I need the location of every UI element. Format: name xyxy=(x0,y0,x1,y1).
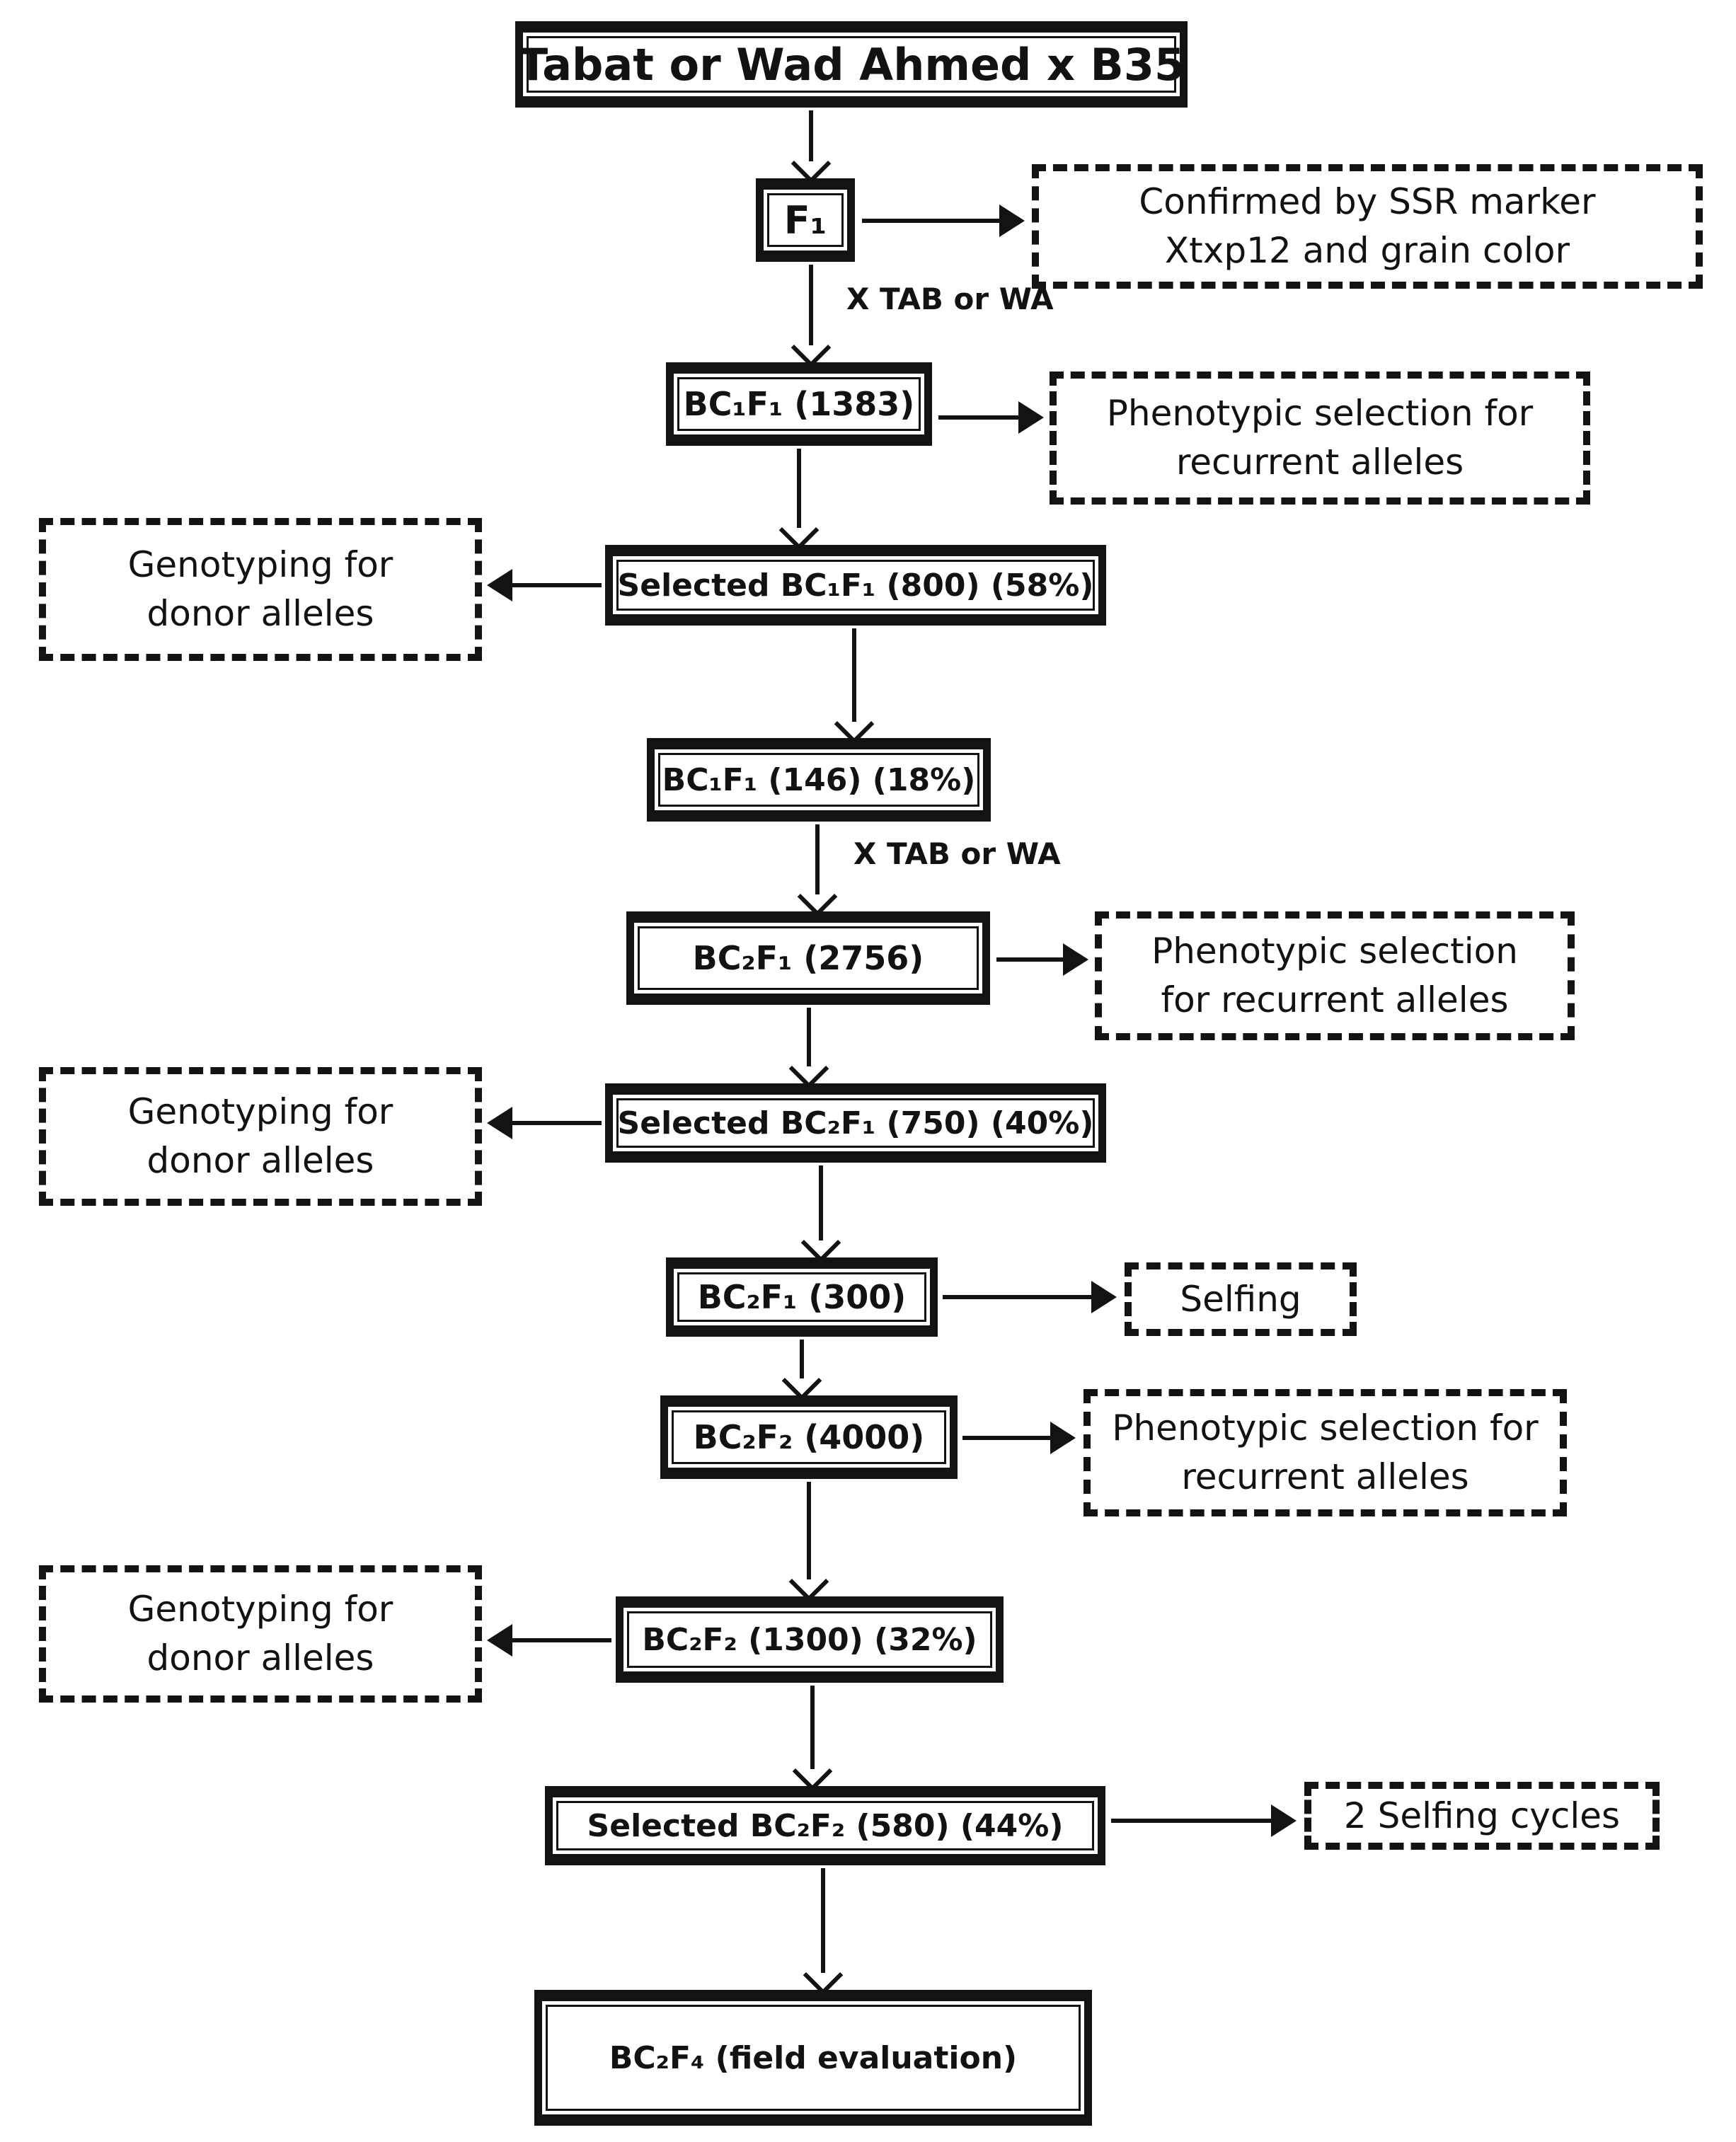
node-bc1f1-total: BC₁F₁ (1383) xyxy=(666,362,932,446)
arrow-f1-to-confirmed xyxy=(862,219,1001,223)
arrow-selected-to-bc2f1-300 xyxy=(819,1165,823,1240)
note-selfing: Selfing xyxy=(1125,1262,1357,1336)
note-confirmed-by-ssr-marker: Confirmed by SSR marker Xtxp12 and grain… xyxy=(1032,164,1703,289)
arrow-bc2f2-to-bc2f2-1300 xyxy=(807,1482,811,1579)
node-bc2f1-selfed: BC₂F₁ (300) xyxy=(666,1257,938,1337)
edge-label-cross-tab-or-wa-1: X TAB or WA xyxy=(846,282,1054,316)
arrow-bc1f1-to-selected xyxy=(797,449,801,528)
arrow-bc2f2-1300-to-genotyping-3 xyxy=(511,1638,611,1642)
note-phenotypic-selection-3: Phenotypic selection for recurrent allel… xyxy=(1083,1389,1567,1516)
node-bc2f1-selected: Selected BC₂F₁ (750) (40%) xyxy=(605,1083,1106,1163)
node-bc2f2-selected: Selected BC₂F₂ (580) (44%) xyxy=(545,1786,1105,1865)
node-bc2f4-field-evaluation: BC₂F₄ (field evaluation) xyxy=(534,1990,1092,2126)
note-phenotypic-selection-2: Phenotypic selection for recurrent allel… xyxy=(1095,911,1575,1040)
note-two-selfing-cycles: 2 Selfing cycles xyxy=(1304,1782,1660,1850)
arrow-bc2f1-300-to-bc2f2 xyxy=(800,1340,804,1378)
arrow-source-to-f1 xyxy=(809,110,813,161)
arrow-bc1f1-146-to-bc2f1 xyxy=(815,824,820,894)
arrow-selected-to-bc2f4 xyxy=(821,1868,825,1973)
arrow-selected-to-genotyping-1 xyxy=(511,583,602,587)
arrow-selected-to-selfing-cycles xyxy=(1111,1819,1272,1823)
note-genotyping-donor-3: Genotyping for donor alleles xyxy=(39,1565,482,1703)
node-bc2f2-total: BC₂F₂ (4000) xyxy=(660,1395,958,1479)
arrow-f1-to-bc1f1 xyxy=(809,265,813,345)
arrow-bc2f1-to-selected xyxy=(807,1008,811,1066)
arrow-selected-to-bc1f1-146 xyxy=(852,628,856,722)
note-genotyping-donor-2: Genotyping for donor alleles xyxy=(39,1067,482,1206)
note-genotyping-donor-1: Genotyping for donor alleles xyxy=(39,518,482,661)
arrow-selected-to-genotyping-2 xyxy=(511,1121,602,1125)
node-bc2f1-total: BC₂F₁ (2756) xyxy=(626,911,990,1005)
note-phenotypic-selection-1: Phenotypic selection for recurrent allel… xyxy=(1050,372,1590,505)
arrow-bc2f2-to-phenotypic-3 xyxy=(962,1436,1052,1440)
arrow-bc1f1-to-phenotypic-1 xyxy=(938,415,1020,420)
arrow-bc2f1-to-phenotypic-2 xyxy=(996,957,1064,962)
node-bc1f1-selected: Selected BC₁F₁ (800) (58%) xyxy=(605,545,1106,626)
arrow-bc2f2-1300-to-selected xyxy=(810,1686,815,1769)
node-bc2f2-genotyped: BC₂F₂ (1300) (32%) xyxy=(616,1596,1004,1683)
node-bc1f1-genotyped: BC₁F₁ (146) (18%) xyxy=(647,738,991,822)
node-f1: F₁ xyxy=(756,178,855,262)
node-source-cross: Tabat or Wad Ahmed x B35 xyxy=(515,21,1188,108)
edge-label-cross-tab-or-wa-2: X TAB or WA xyxy=(853,836,1061,871)
arrow-bc2f1-300-to-selfing xyxy=(943,1295,1093,1299)
